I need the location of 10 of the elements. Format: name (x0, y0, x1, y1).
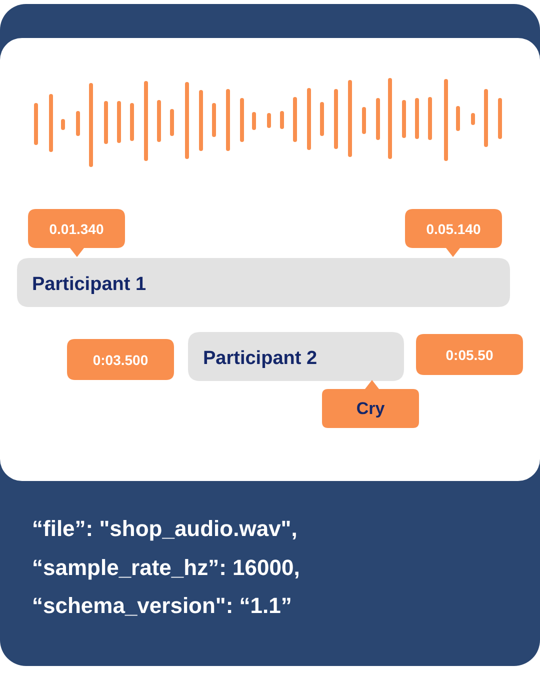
speaker-track-bar: Participant 2 (188, 332, 404, 381)
event-tag-callout: Cry (322, 380, 419, 428)
metadata-text-line: “sample_rate_hz”: 16000, (32, 555, 300, 581)
timestamp-callout: 0:05.50 (416, 334, 523, 375)
metadata-text-line: “schema_version": “1.1” (32, 593, 292, 619)
speaker-track-bar: Participant 1 (17, 258, 510, 307)
metadata-text-line: “file”: "shop_audio.wav", (32, 516, 298, 542)
timestamp-callout: 0.01.340 (28, 209, 125, 257)
timestamp-callout: 0:03.500 (67, 339, 174, 380)
timestamp-callout: 0.05.140 (405, 209, 502, 257)
